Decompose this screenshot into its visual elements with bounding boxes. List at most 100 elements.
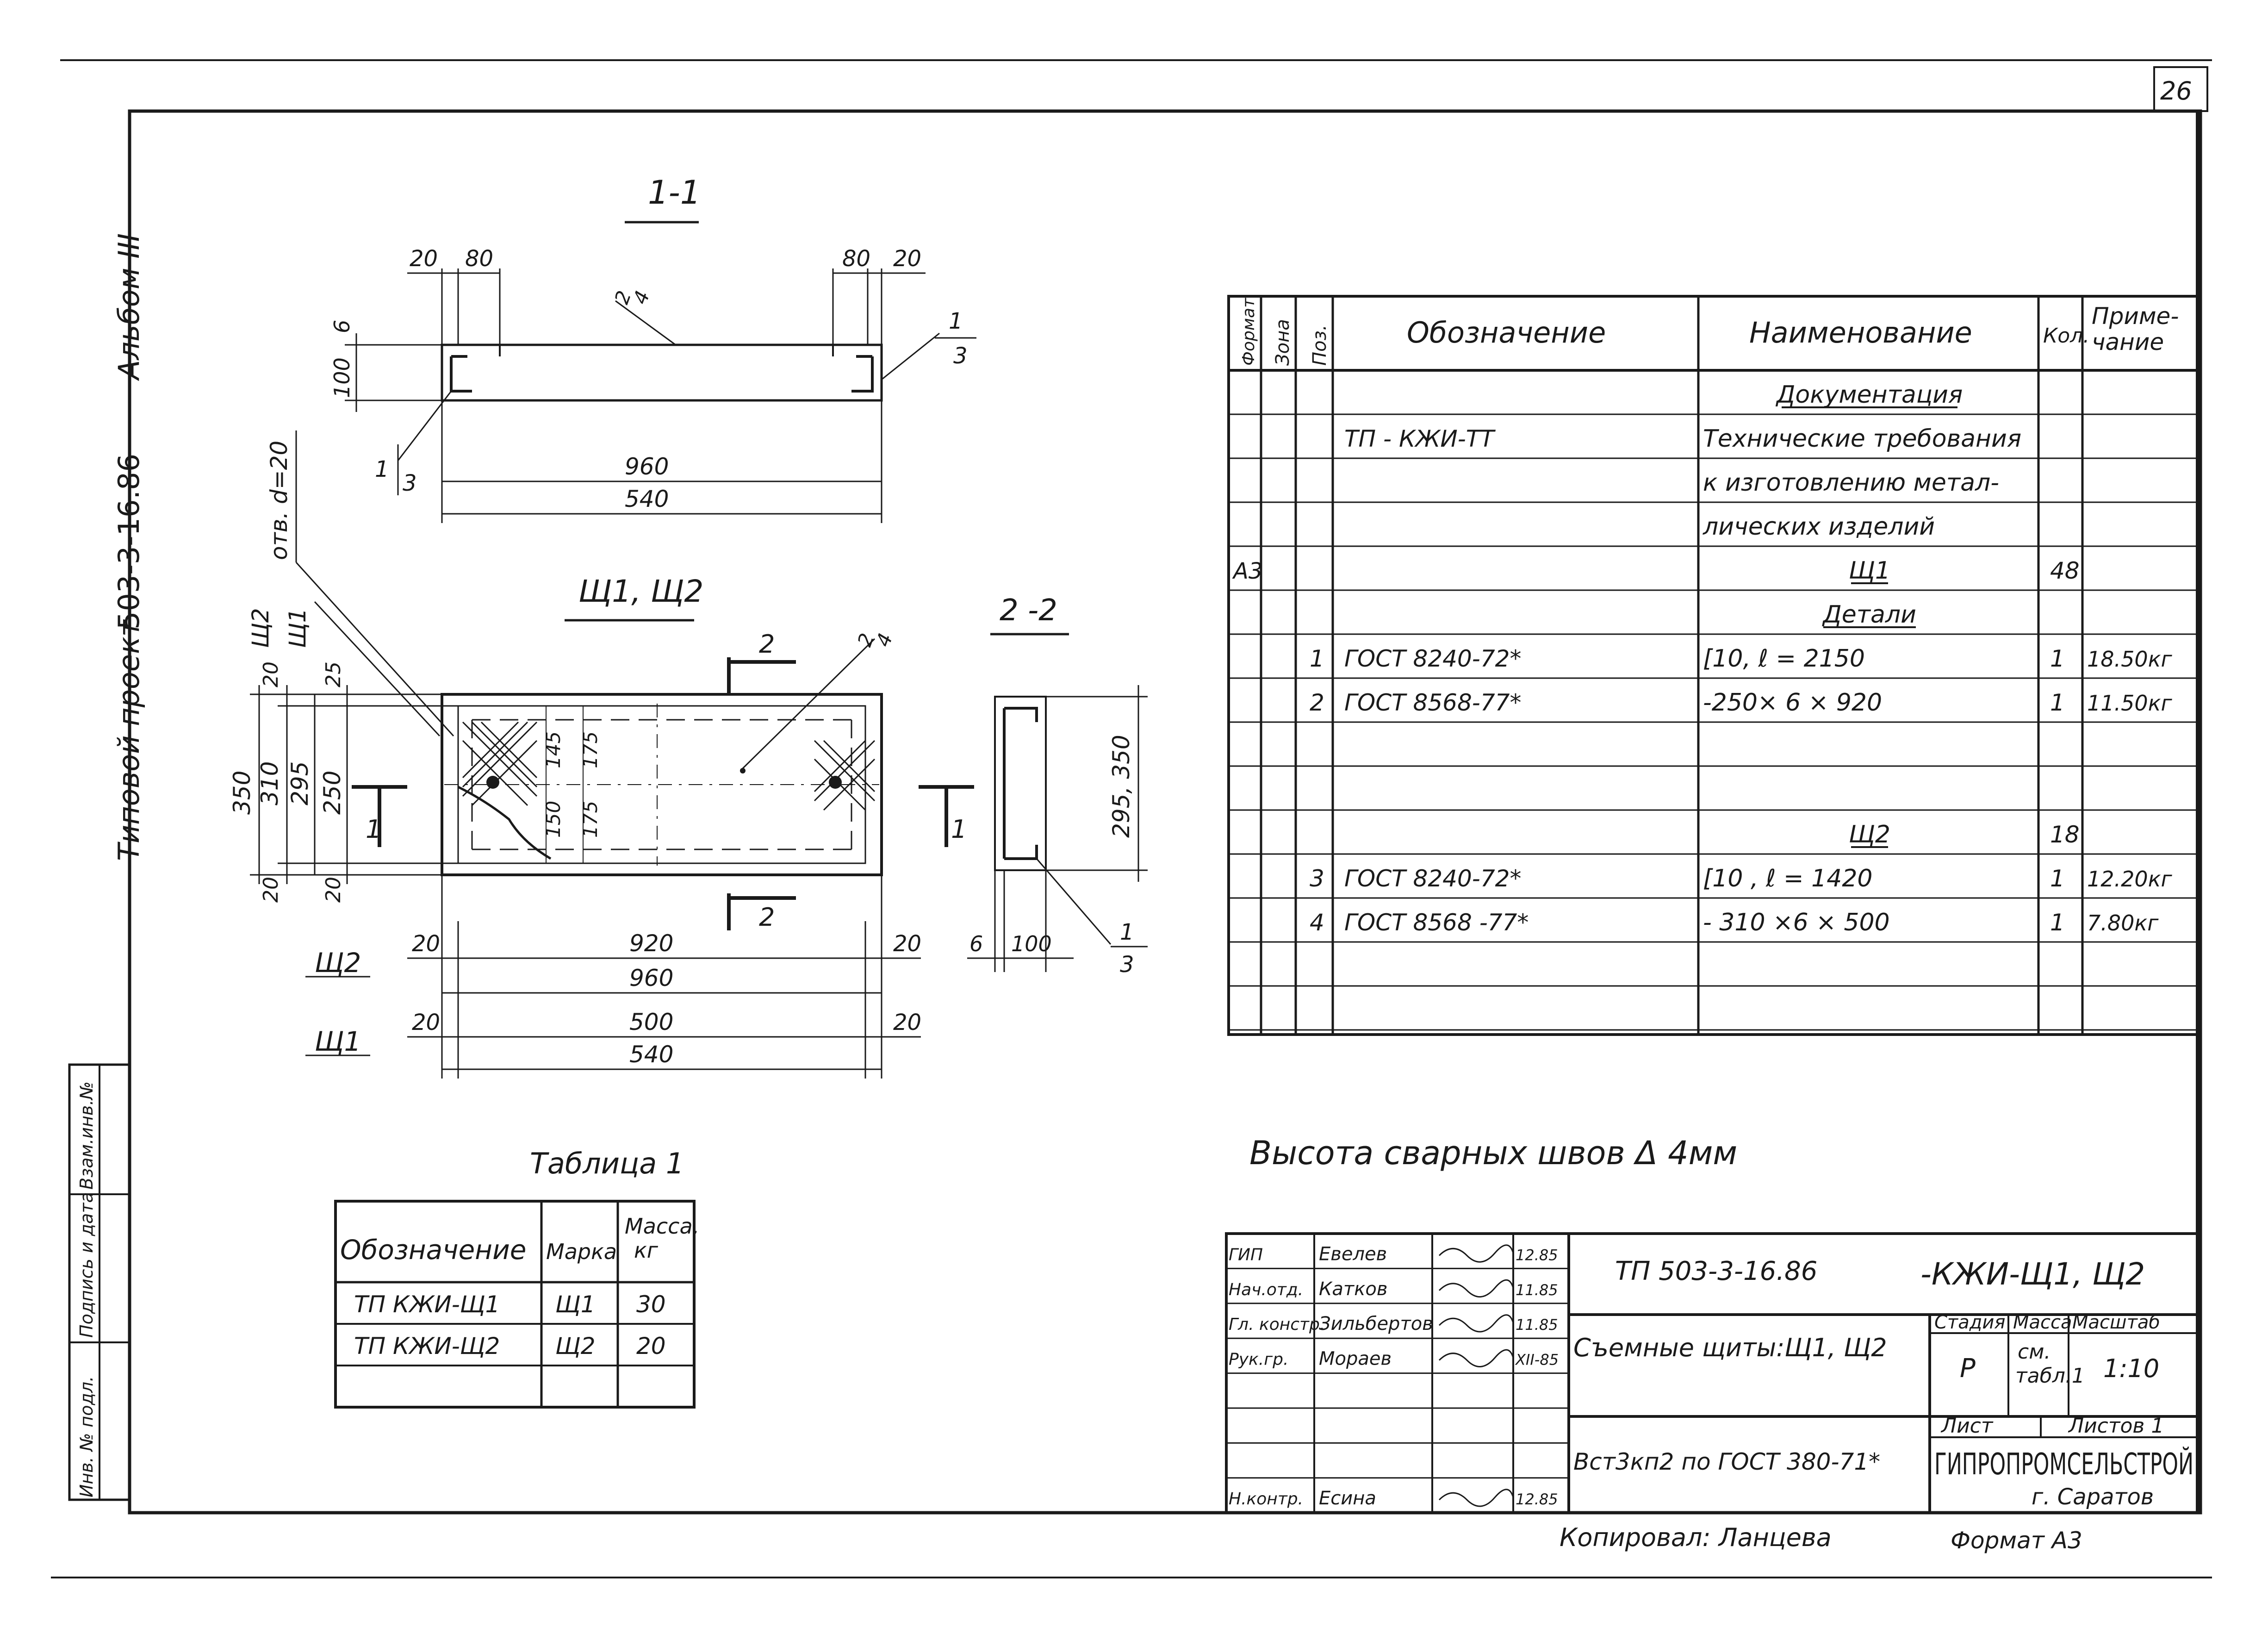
callout-1-1-right-den: 3 — [953, 343, 968, 369]
spec-cell-qty: 1 — [2050, 865, 2065, 892]
plan-section-mark-top: 2 — [759, 630, 775, 659]
footer-format: Формат А3 — [1951, 1527, 2082, 1554]
signer-date: 11.85 — [1516, 1281, 1558, 1299]
dim-1-1-80-left: 80 — [465, 246, 493, 272]
spec-cell-qty: 18 — [2050, 821, 2080, 848]
row-shch2-right: 20 — [893, 931, 921, 957]
stamp-replace: Взам.инв.№ — [76, 1081, 97, 1190]
spec-table: Формат Зона Поз. Обозначение Наименовани… — [1227, 295, 2200, 1036]
spec-cell-designation: ГОСТ 8568 -77* — [1344, 909, 1529, 936]
row-shch2-label: Щ2 — [315, 947, 361, 979]
spec-cell-designation: ГОСТ 8240-72* — [1344, 865, 1521, 892]
dim-2-2-vertical: 295, 350 — [1108, 735, 1135, 838]
callout-1-1-left-num: 1 — [375, 456, 389, 482]
spec-cell-qty: 1 — [2050, 645, 2065, 672]
row-shch2-left: 20 — [412, 931, 440, 957]
spec-cell-name: [10, ℓ = 2150 — [1703, 645, 1865, 673]
weld-hatch-right — [814, 740, 876, 811]
spec-cell-name: Щ1 — [1849, 557, 1890, 585]
table-1-r1-des: ТП КЖИ-Щ1 — [354, 1291, 500, 1318]
spec-cell-designation: ГОСТ 8240-72* — [1344, 645, 1521, 672]
page-number-box — [2153, 66, 2208, 112]
footer-copied: Копировал: Ланцева — [1560, 1523, 1832, 1552]
dim-150: 150 — [542, 801, 565, 838]
spec-cell-pos: 3 — [1310, 865, 1324, 892]
tb-name: Съемные щиты:Щ1, Щ2 — [1573, 1333, 1887, 1362]
dim-175-b: 175 — [579, 801, 602, 838]
dim-1-1-6: 6 — [329, 320, 354, 333]
section-1-1-title: 1-1 — [648, 174, 701, 212]
dim-310: 310 — [256, 761, 283, 805]
tb-mass: см.табл.1 — [2015, 1340, 2085, 1388]
spec-h-qty: Кол. — [2043, 324, 2089, 348]
tb-stage: Р — [1960, 1353, 1976, 1384]
hole-right — [829, 776, 842, 789]
signature-mark — [1438, 1314, 1514, 1333]
tb-code: ТП 503-3-16.86 — [1615, 1256, 1817, 1286]
table-1-r1-mass: 30 — [636, 1291, 666, 1318]
table-1-h-mass: Масса,кг — [625, 1214, 699, 1263]
signer-role: ГИП — [1229, 1245, 1263, 1264]
project-number: 503-3-16.86 — [112, 454, 146, 630]
signer-date: XII-85 — [1515, 1351, 1559, 1369]
dim-145: 145 — [542, 731, 565, 768]
signer-date: 12.85 — [1516, 1246, 1558, 1264]
table-1-h-mark: Марка — [546, 1239, 617, 1264]
signature-mark — [1438, 1349, 1514, 1367]
spec-cell-format: А3 — [1232, 558, 1262, 584]
hole-left — [486, 776, 499, 789]
tb-city: г. Саратов — [2032, 1484, 2154, 1510]
spec-cell-note: 12.20кг — [2087, 867, 2172, 892]
table-1-r1-mark: Щ1 — [555, 1291, 596, 1318]
plan-view: Щ1, Щ2 отв. d=20 Щ2 Щ1 — [229, 430, 974, 1079]
tb-material: Вст3кп2 по ГОСТ 380-71* — [1573, 1448, 1880, 1475]
table-1: Таблица 1 Обозначение Марка Масса,кг ТП … — [334, 1147, 699, 1409]
row-shch1-mid: 500 — [629, 1009, 673, 1035]
spec-cell-name: Щ2 — [1849, 821, 1890, 848]
signer-name: Катков — [1319, 1278, 1387, 1300]
tb-sheets-label: Листов 1 — [2068, 1414, 2164, 1438]
dim-250: 250 — [319, 771, 346, 815]
dim-20-a: 20 — [259, 661, 283, 687]
signature-mark — [1438, 1244, 1514, 1263]
spec-cell-note: 11.50кг — [2087, 691, 2172, 716]
spec-cell-note: 18.50кг — [2087, 647, 2172, 672]
tb-scale: 1:10 — [2103, 1354, 2159, 1383]
spec-cell-qty: 1 — [2050, 909, 2065, 936]
signer-date: 11.85 — [1516, 1316, 1558, 1334]
row-shch2-mid: 920 — [629, 930, 673, 957]
table-1-title: Таблица 1 — [530, 1147, 684, 1180]
row-shch1-label: Щ1 — [315, 1026, 361, 1057]
signer-name: Есина — [1319, 1488, 1376, 1509]
dim-295: 295 — [286, 761, 313, 805]
dim-2-2-6: 6 — [969, 931, 983, 956]
plan-section-mark-bottom: 2 — [759, 903, 775, 932]
row-shch1-right: 20 — [893, 1010, 921, 1035]
spec-cell-name: -250× 6 × 920 — [1703, 689, 1882, 717]
spec-cell-note: 7.80кг — [2087, 910, 2159, 935]
section-1-1: 1-1 20 80 80 20 100 6 2 4 1 3 1 — [329, 174, 976, 523]
dim-2-2-100: 100 — [1011, 931, 1052, 956]
plan-label-shch1: Щ1 — [284, 608, 311, 649]
dim-1-1-20-right: 20 — [893, 246, 921, 272]
plan-cut-mark-right: 1 — [951, 815, 967, 844]
callout-2-2-den: 3 — [1120, 952, 1134, 978]
signer-role: Гл. констр. — [1229, 1315, 1325, 1334]
stamp-sign: Подпись и дата — [76, 1192, 97, 1338]
dim-20-c: 20 — [322, 877, 345, 903]
table-1-h-designation: Обозначение — [340, 1234, 526, 1266]
dim-175-a: 175 — [579, 731, 602, 768]
spec-cell-qty: 48 — [2050, 557, 2080, 584]
row-shch1-left: 20 — [412, 1010, 440, 1035]
weld-hatch-left — [462, 721, 538, 806]
spec-cell-name: [10 , ℓ = 1420 — [1703, 865, 1873, 892]
dim-1-1-20-left: 20 — [410, 246, 438, 272]
signer-name: Мораев — [1319, 1348, 1392, 1370]
plan-cut-mark-left: 1 — [366, 815, 381, 844]
stamp-inv: Инв. № подл. — [76, 1376, 97, 1497]
spec-cell-pos: 1 — [1310, 645, 1324, 672]
